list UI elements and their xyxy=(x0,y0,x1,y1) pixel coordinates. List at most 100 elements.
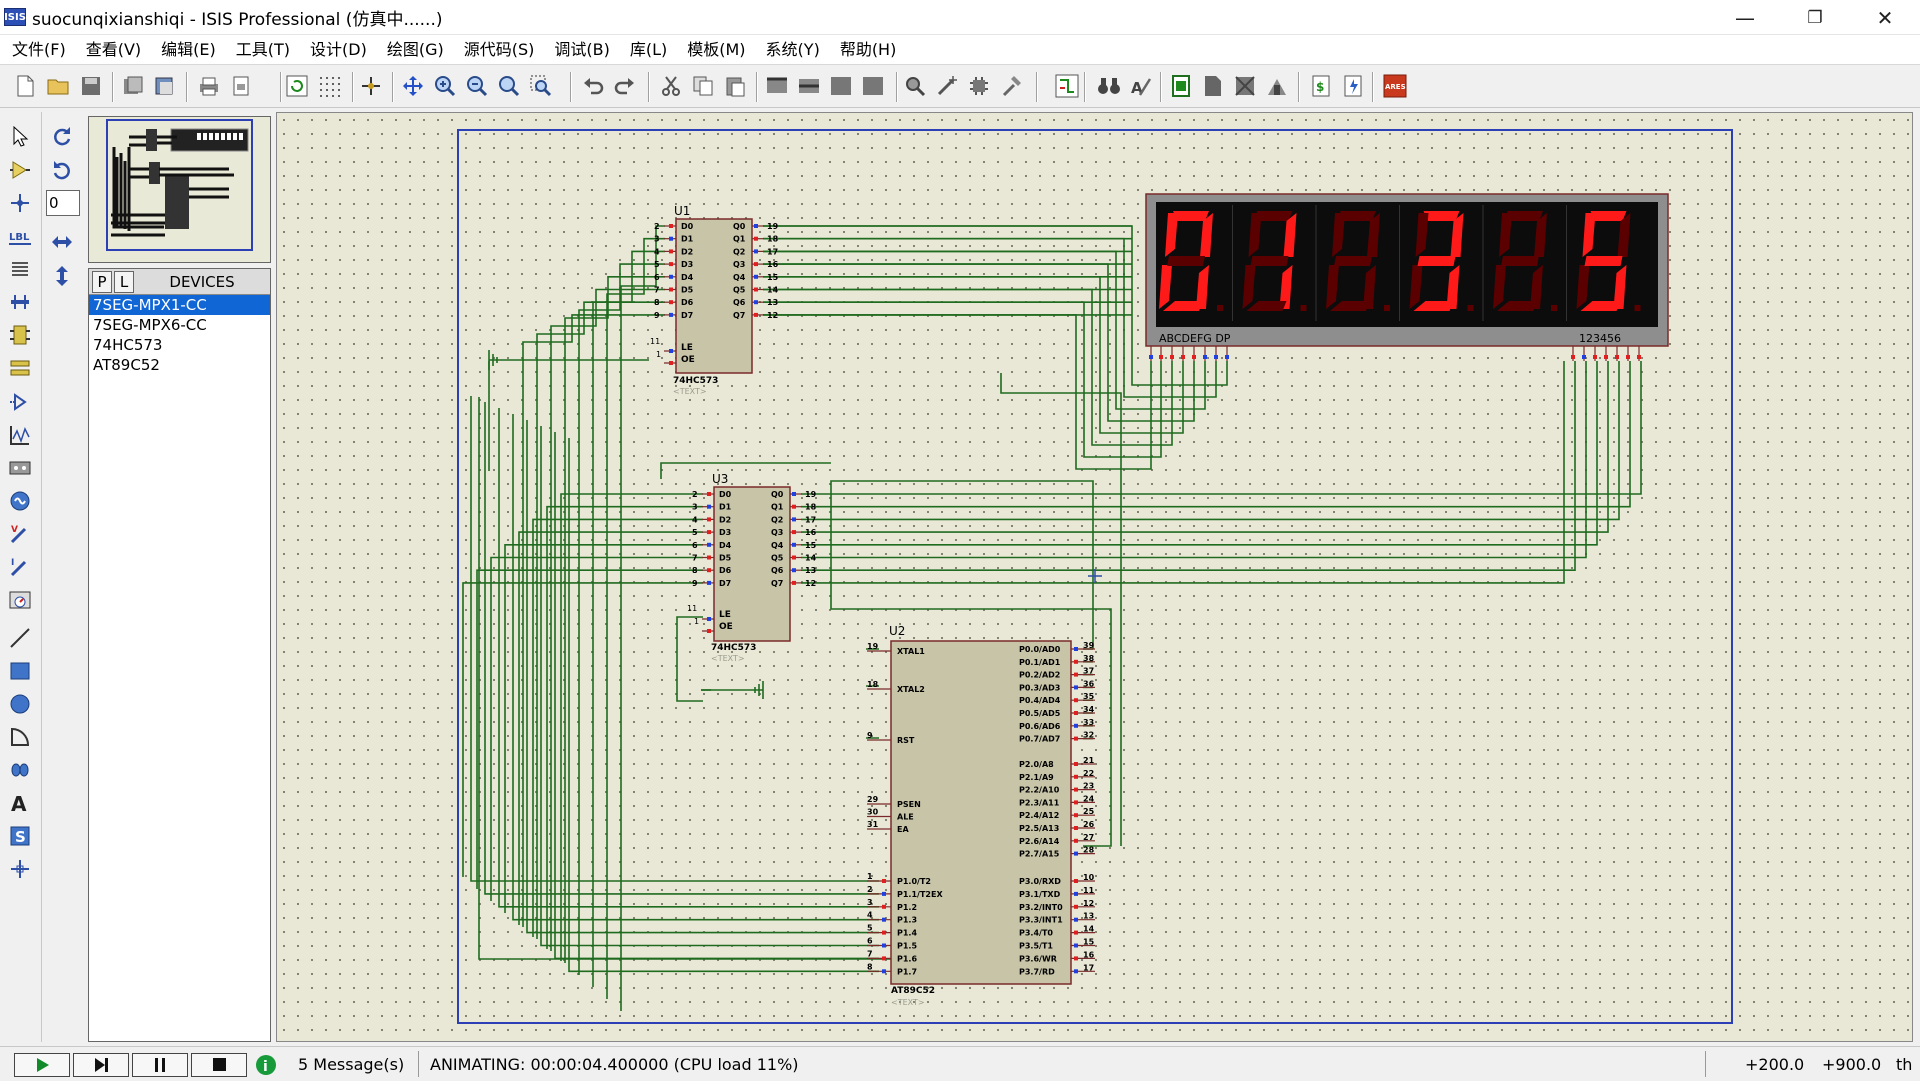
zoom-all-button[interactable] xyxy=(496,73,522,99)
pick-device-button[interactable] xyxy=(902,73,928,99)
virtual-instrument-mode-button[interactable] xyxy=(6,586,34,614)
search-tag-button[interactable] xyxy=(1096,73,1122,99)
mark-area-button[interactable] xyxy=(228,73,254,99)
bus-mode-button[interactable] xyxy=(6,288,34,316)
line-mode-button[interactable] xyxy=(6,624,34,652)
device-list-item[interactable]: AT89C52 xyxy=(93,356,160,374)
property-assign-button[interactable]: A xyxy=(1128,73,1154,99)
rotation-angle-field[interactable] xyxy=(46,190,80,216)
tape-recorder-mode-button[interactable] xyxy=(6,454,34,482)
selection-mode-button[interactable] xyxy=(6,122,34,150)
menu-file[interactable]: 文件(F) xyxy=(12,39,66,59)
restore-button[interactable]: ❐ xyxy=(1780,0,1850,35)
bill-of-materials-button[interactable]: $ xyxy=(1308,73,1334,99)
block-copy-button[interactable] xyxy=(764,73,790,99)
mirror-x-button[interactable] xyxy=(48,228,76,256)
menu-debug[interactable]: 调试(B) xyxy=(554,39,610,59)
voltage-probe-mode-button[interactable]: V xyxy=(6,520,34,548)
generator-mode-button[interactable] xyxy=(6,487,34,515)
menu-help[interactable]: 帮助(H) xyxy=(839,39,897,59)
menu-edit[interactable]: 编辑(E) xyxy=(161,39,216,59)
stop-button[interactable] xyxy=(191,1053,247,1077)
overview-window[interactable] xyxy=(88,116,271,263)
zoom-child-button[interactable] xyxy=(1264,73,1290,99)
arc-mode-button[interactable] xyxy=(6,723,34,751)
import-button[interactable] xyxy=(120,73,146,99)
rotate-anticlockwise-button[interactable] xyxy=(48,156,76,184)
text-mode-button[interactable]: A xyxy=(6,789,34,817)
device-list-item[interactable]: 74HC573 xyxy=(93,336,163,354)
u3-latch[interactable]: U3 74HC573 <TEXT> LE OE 11 1 xyxy=(687,472,791,663)
block-rotate-button[interactable] xyxy=(828,73,854,99)
zoom-in-button[interactable] xyxy=(432,73,458,99)
wire-autorouter-button[interactable] xyxy=(1054,73,1080,99)
remove-sheet-button[interactable] xyxy=(1200,73,1226,99)
message-count[interactable]: 5 Message(s) xyxy=(298,1055,405,1074)
current-probe-mode-button[interactable]: I xyxy=(6,553,34,581)
menu-graph[interactable]: 绘图(G) xyxy=(386,39,444,59)
menu-design[interactable]: 设计(D) xyxy=(310,39,367,59)
graph-mode-button[interactable] xyxy=(6,421,34,449)
zoom-area-button[interactable] xyxy=(528,73,554,99)
new-sheet-button[interactable] xyxy=(1168,73,1194,99)
block-delete-button[interactable] xyxy=(860,73,886,99)
device-list-item[interactable]: 7SEG-MPX6-CC xyxy=(93,316,207,334)
decompose-button[interactable] xyxy=(998,73,1024,99)
play-button[interactable] xyxy=(14,1053,70,1077)
grid-button[interactable] xyxy=(316,73,342,99)
rotate-clockwise-button[interactable] xyxy=(48,122,76,150)
minimize-button[interactable]: — xyxy=(1710,0,1780,35)
marker-mode-button[interactable] xyxy=(6,855,34,883)
netlist-ares-button[interactable]: ARES xyxy=(1382,73,1408,99)
cut-button[interactable] xyxy=(658,73,684,99)
pause-button[interactable] xyxy=(132,1053,188,1077)
undo-button[interactable] xyxy=(580,73,606,99)
u1-latch[interactable]: U1 74HC573 <TEXT> LE OE 11 1 xyxy=(650,204,753,396)
text-script-mode-button[interactable] xyxy=(6,255,34,283)
origin-button[interactable] xyxy=(358,73,384,99)
block-move-button[interactable] xyxy=(796,73,822,99)
subcircuit-mode-button[interactable] xyxy=(6,321,34,349)
wire-label-mode-button[interactable]: LBL xyxy=(6,222,34,250)
refresh-button[interactable] xyxy=(284,73,310,99)
device-pin-mode-button[interactable] xyxy=(6,388,34,416)
zoom-out-button[interactable] xyxy=(464,73,490,99)
mirror-y-button[interactable] xyxy=(48,262,76,290)
save-button[interactable] xyxy=(78,73,104,99)
device-list-item[interactable]: 7SEG-MPX1-CC xyxy=(89,295,270,315)
new-file-button[interactable] xyxy=(12,73,38,99)
menu-library[interactable]: 库(L) xyxy=(629,39,668,59)
menu-view[interactable]: 查看(V) xyxy=(85,39,142,59)
info-icon[interactable]: i xyxy=(254,1053,278,1077)
menu-tools[interactable]: 工具(T) xyxy=(235,39,291,59)
electrical-check-button[interactable] xyxy=(1340,73,1366,99)
menu-template[interactable]: 模板(M) xyxy=(687,39,746,59)
seven-segment-display[interactable]: ABCDEFG DP 123456 xyxy=(1145,193,1669,361)
close-button[interactable]: ✕ xyxy=(1850,0,1920,35)
step-button[interactable] xyxy=(73,1053,129,1077)
paste-button[interactable] xyxy=(722,73,748,99)
redo-button[interactable] xyxy=(612,73,638,99)
u2-microcontroller[interactable]: U2 AT89C52 <TEXT> xyxy=(889,624,1072,1007)
library-manager-button[interactable]: L xyxy=(114,270,134,293)
copy-button[interactable] xyxy=(690,73,716,99)
wire xyxy=(676,616,703,702)
pan-button[interactable] xyxy=(400,73,426,99)
box-mode-button[interactable] xyxy=(6,657,34,685)
symbol-mode-button[interactable]: S xyxy=(6,822,34,850)
path-mode-button[interactable] xyxy=(6,756,34,784)
exit-sheet-button[interactable] xyxy=(1232,73,1258,99)
circle-mode-button[interactable] xyxy=(6,690,34,718)
component-mode-button[interactable] xyxy=(6,156,34,184)
terminal-mode-button[interactable] xyxy=(6,354,34,382)
export-button[interactable] xyxy=(152,73,178,99)
menu-system[interactable]: 系统(Y) xyxy=(765,39,820,59)
menu-source[interactable]: 源代码(S) xyxy=(463,39,535,59)
package-tool-button[interactable] xyxy=(966,73,992,99)
make-device-button[interactable] xyxy=(934,73,960,99)
pick-from-library-button[interactable]: P xyxy=(92,270,112,293)
junction-mode-button[interactable] xyxy=(6,189,34,217)
print-button[interactable] xyxy=(196,73,222,99)
open-file-button[interactable] xyxy=(46,73,72,99)
